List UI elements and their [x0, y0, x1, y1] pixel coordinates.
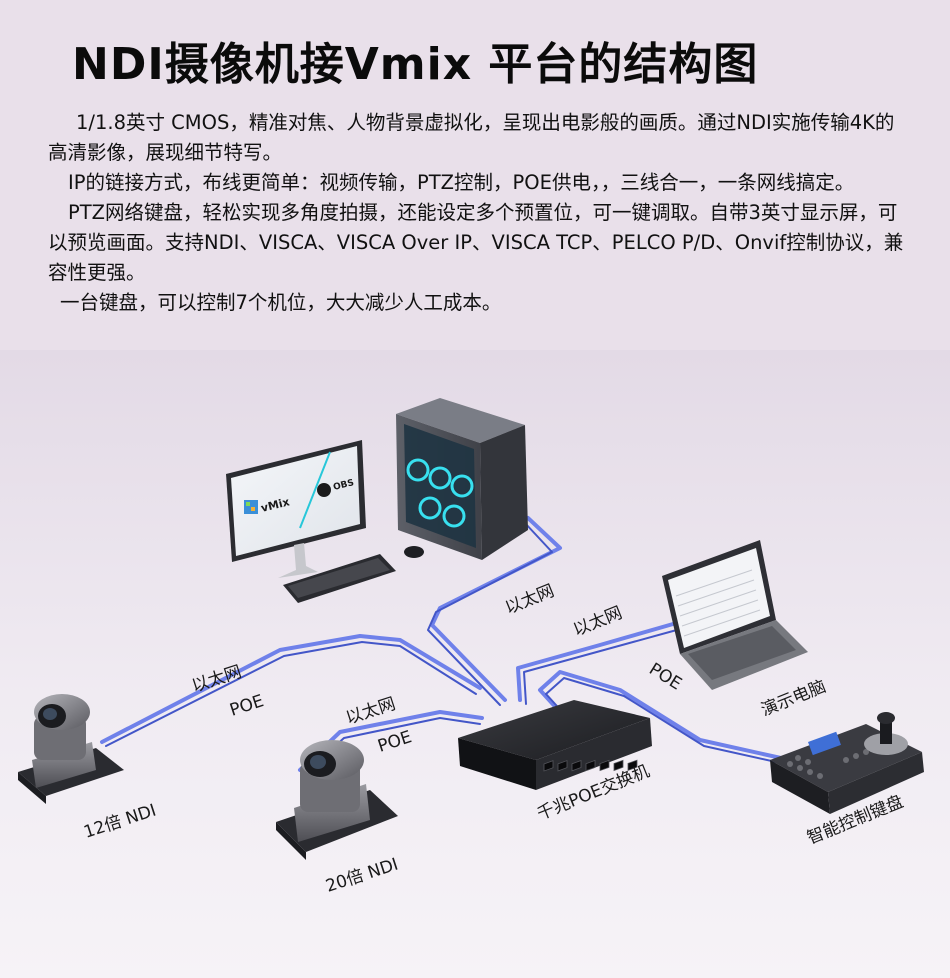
label-pc-ethernet: 以太网 — [502, 581, 557, 619]
monitor: vMix OBS — [226, 440, 366, 578]
pc-keyboard — [283, 554, 396, 603]
joystick-icon — [877, 712, 895, 724]
label-laptop: 演示电脑 — [758, 677, 829, 721]
ptz-control-keyboard — [770, 712, 924, 814]
label-cam12-ethernet: 以太网 — [189, 662, 244, 697]
obs-logo-text: OBS — [332, 478, 355, 493]
description: 1/1.8英寸 CMOS，精准对焦、人物背景虚拟化，呈现出电影般的画质。通过ND… — [48, 108, 908, 318]
cable-keyboard-switch — [538, 670, 792, 762]
label-cam12: 12倍 NDI — [81, 801, 158, 843]
cable-pc-switch — [430, 516, 562, 702]
label-laptop-poe: POE — [645, 659, 685, 694]
page-title: NDI摄像机接Vmix 平台的结构图 — [72, 39, 759, 90]
cable-cam12-switch — [100, 634, 482, 744]
label-cam20: 20倍 NDI — [323, 855, 400, 897]
diagram-svg: vMix OBS — [18, 398, 924, 897]
poe-switch — [458, 700, 652, 790]
camera-12x — [18, 694, 124, 804]
obs-icon — [317, 483, 331, 497]
pc-case — [396, 398, 528, 560]
camera-20x — [276, 740, 398, 860]
cable-laptop-switch — [516, 620, 682, 702]
description-paragraph-4: 一台键盘，可以控制7个机位，大大减少人工成本。 — [60, 291, 502, 314]
header-section: NDI摄像机接Vmix 平台的结构图 1/1.8英寸 CMOS，精准对焦、人物背… — [0, 0, 950, 350]
label-laptop-ethernet: 以太网 — [570, 603, 625, 641]
label-cam12-poe: POE — [227, 691, 266, 721]
label-cam20-poe: POE — [375, 727, 414, 757]
description-paragraph-1: 1/1.8英寸 CMOS，精准对焦、人物背景虚拟化，呈现出电影般的画质。通过ND… — [48, 111, 895, 164]
description-paragraph-2: IP的链接方式，布线更简单：视频传输，PTZ控制，POE供电，，三线合一，一条网… — [68, 171, 855, 194]
mouse — [404, 546, 424, 558]
description-paragraph-3: PTZ网络键盘，轻松实现多角度拍摄，还能设定多个预置位，可一键调取。自带3英寸显… — [48, 201, 904, 284]
network-diagram: vMix OBS — [0, 350, 950, 978]
laptop — [662, 540, 808, 690]
cables — [100, 516, 795, 775]
